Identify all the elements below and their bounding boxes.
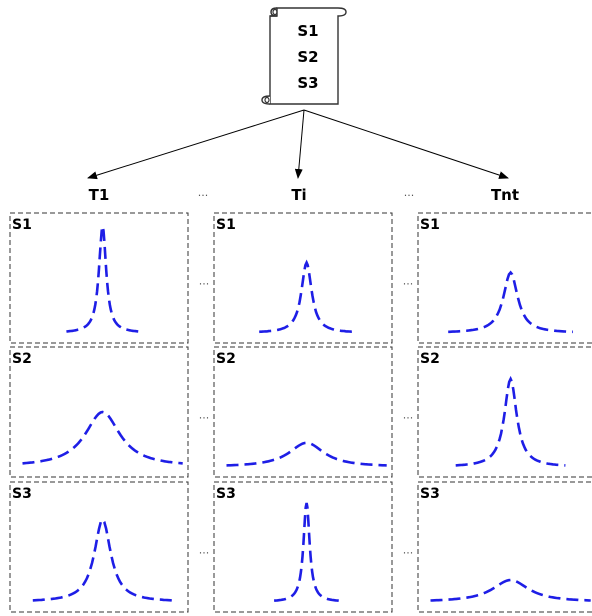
panel-frame — [9, 346, 189, 478]
column-header-t1: T1 — [89, 186, 110, 204]
panel-t1-s2: S2 — [9, 346, 189, 478]
arrow-to-tnt — [303, 109, 509, 179]
distribution-curve — [455, 375, 566, 467]
panel-frame — [9, 212, 189, 344]
panel-tnt-s1: S1 — [417, 212, 592, 344]
arrow-to-t1 — [87, 109, 305, 180]
panel-tnt-s2: S2 — [417, 346, 592, 478]
panel-ti-s2: S2 — [213, 346, 393, 478]
panel-label: S2 — [12, 351, 32, 367]
panel-label: S2 — [420, 351, 440, 367]
distribution-curve — [226, 441, 387, 467]
distribution-curve — [22, 410, 183, 465]
distribution-curve — [273, 502, 340, 602]
panel-frame — [213, 346, 393, 478]
panel-ellipsis: ... — [199, 409, 210, 422]
column-header-tnt: Tnt — [491, 186, 519, 204]
header-ellipsis-1: ... — [198, 186, 209, 199]
panel-ellipsis: ... — [403, 544, 414, 557]
panel-label: S1 — [216, 217, 236, 233]
panel-label: S3 — [216, 486, 236, 502]
scroll-label-s3: S3 — [297, 74, 318, 92]
panel-frame — [417, 481, 592, 613]
header-ellipsis-2: ... — [404, 186, 415, 199]
panel-label: S1 — [420, 217, 440, 233]
panel-ellipsis: ... — [403, 409, 414, 422]
panel-ti-s3: S3 — [213, 481, 393, 613]
panel-ellipsis: ... — [199, 544, 210, 557]
panel-ellipsis: ... — [403, 275, 414, 288]
panel-t1-s3: S3 — [9, 481, 189, 613]
scroll-icon: S1 S2 S3 — [261, 7, 347, 105]
distribution-curve — [32, 517, 173, 602]
panel-tnt-s3: S3 — [417, 481, 592, 613]
scroll-label-s2: S2 — [297, 48, 318, 66]
distribution-curve — [66, 226, 139, 333]
panel-frame — [9, 481, 189, 613]
distribution-curve — [259, 259, 355, 334]
panel-label: S3 — [420, 486, 440, 502]
column-header-ti: Ti — [291, 186, 306, 204]
panel-ti-s1: S1 — [213, 212, 393, 344]
panel-label: S1 — [12, 217, 32, 233]
panel-label: S3 — [12, 486, 32, 502]
panel-frame — [213, 212, 393, 344]
panel-frame — [417, 346, 592, 478]
arrow-to-ti — [294, 109, 305, 179]
scroll-label-s1: S1 — [297, 22, 318, 40]
distribution-curve — [430, 578, 591, 602]
panel-ellipsis: ... — [199, 275, 210, 288]
panel-label: S2 — [216, 351, 236, 367]
panel-frame — [213, 481, 393, 613]
panel-t1-s1: S1 — [9, 212, 189, 344]
panel-frame — [417, 212, 592, 344]
distribution-curve — [448, 270, 573, 334]
